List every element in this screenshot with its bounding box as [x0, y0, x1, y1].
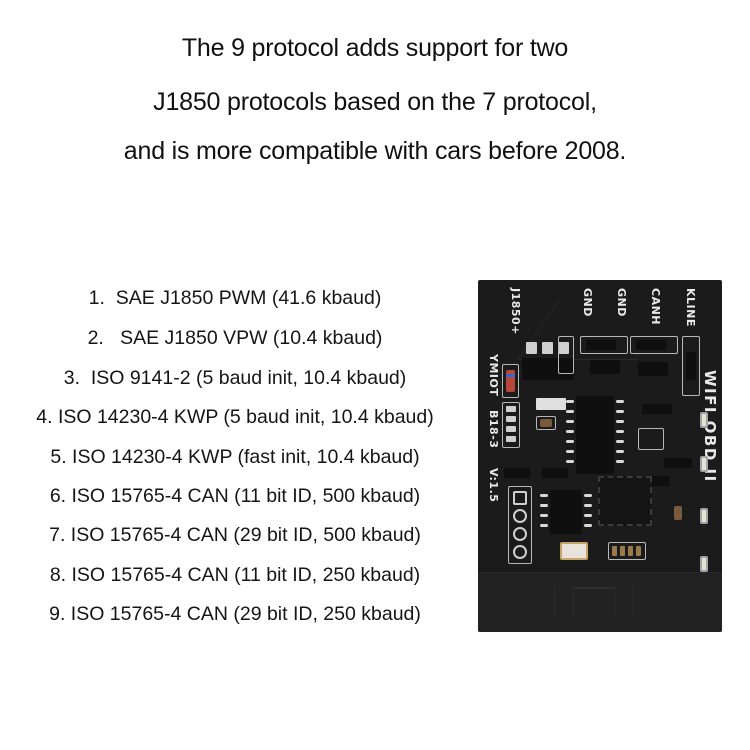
pin-header-outline[interactable]	[508, 486, 532, 564]
diode	[506, 370, 515, 392]
version-label: V:1.5	[487, 468, 500, 503]
headline-line-1: The 9 protocol adds support for two	[181, 34, 569, 62]
header-pin[interactable]	[513, 545, 527, 559]
smd-pad	[506, 436, 516, 442]
protocol-item: 5. ISO 14230-4 KWP (fast init, 10.4 kbau…	[50, 446, 420, 468]
transistor	[636, 340, 666, 350]
component-outline	[682, 336, 700, 396]
transistor	[504, 468, 530, 478]
protocol-item: 9. ISO 15765-4 CAN (29 bit ID, 250 kbaud…	[49, 603, 421, 625]
smd-pad	[558, 342, 569, 354]
headline-line-2: J1850 protocols based on the 7 protocol,	[153, 88, 597, 116]
smd-pad	[506, 426, 516, 432]
brand-label: YMIOT	[487, 354, 500, 397]
protocol-item: 1. SAE J1850 PWM (41.6 kbaud)	[88, 287, 382, 309]
resistor-array-outline	[608, 542, 646, 560]
status-led	[700, 412, 708, 428]
protocol-item: 3. ISO 9141-2 (5 baud init, 10.4 kbaud)	[63, 367, 407, 389]
transistor	[686, 352, 696, 380]
status-led	[700, 456, 708, 472]
wifi-mcu-chip	[598, 476, 652, 526]
component-outline	[536, 416, 556, 430]
smd-pad	[506, 416, 516, 422]
resistor	[628, 546, 633, 556]
protocol-item: 6. ISO 15765-4 CAN (11 bit ID, 500 kbaud…	[49, 485, 421, 507]
protocol-item: 2. SAE J1850 VPW (10.4 kbaud)	[87, 327, 383, 349]
header-pin[interactable]	[513, 527, 527, 541]
headline-line-3: and is more compatible with cars before …	[123, 137, 627, 165]
header-pin[interactable]	[513, 491, 527, 505]
component-outline	[638, 428, 664, 450]
pin-label-kline: KLINE	[684, 288, 697, 327]
smd-pad	[542, 342, 553, 354]
pin-label-j1850: J1850+	[509, 288, 522, 335]
transistor	[638, 362, 668, 376]
soic-ic-chip	[576, 396, 614, 474]
resistor	[620, 546, 625, 556]
component-outline	[580, 336, 628, 354]
pin-label-gnd: GND	[615, 288, 628, 317]
component-outline	[630, 336, 678, 354]
status-led	[700, 508, 708, 524]
pin-label-canh: CANH	[649, 288, 662, 325]
resistor	[636, 546, 641, 556]
pcb-antenna-area	[478, 572, 722, 632]
transistor	[642, 476, 670, 486]
header-pin[interactable]	[513, 509, 527, 523]
transistor	[590, 360, 620, 374]
component-outline	[502, 364, 519, 398]
connector	[536, 398, 566, 410]
transistor	[642, 404, 672, 414]
resistor	[612, 546, 617, 556]
protocol-item: 7. ISO 15765-4 CAN (29 bit ID, 500 kbaud…	[49, 524, 421, 546]
transistor	[586, 340, 616, 350]
wifi-obd-board-image: J1850+ GND GND CANH KLINE YMIOT B18-3 V:…	[478, 280, 722, 632]
crystal-oscillator	[560, 542, 588, 560]
capacitor	[540, 419, 552, 427]
model-label: B18-3	[487, 410, 500, 449]
smd-pad	[526, 342, 537, 354]
transistor	[664, 458, 692, 468]
protocol-item: 8. ISO 15765-4 CAN (11 bit ID, 250 kbaud…	[49, 564, 421, 586]
transistor	[542, 468, 568, 478]
voltage-regulator	[522, 358, 574, 380]
capacitor	[674, 506, 682, 520]
protocol-item: 4. ISO 14230-4 KWP (5 baud init, 10.4 kb…	[36, 406, 434, 428]
component-outline	[558, 336, 574, 374]
soic-ic-chip	[550, 490, 582, 534]
component-outline	[502, 402, 520, 448]
smd-pad	[506, 406, 516, 412]
pin-label-gnd: GND	[581, 288, 594, 317]
status-led	[700, 556, 708, 572]
